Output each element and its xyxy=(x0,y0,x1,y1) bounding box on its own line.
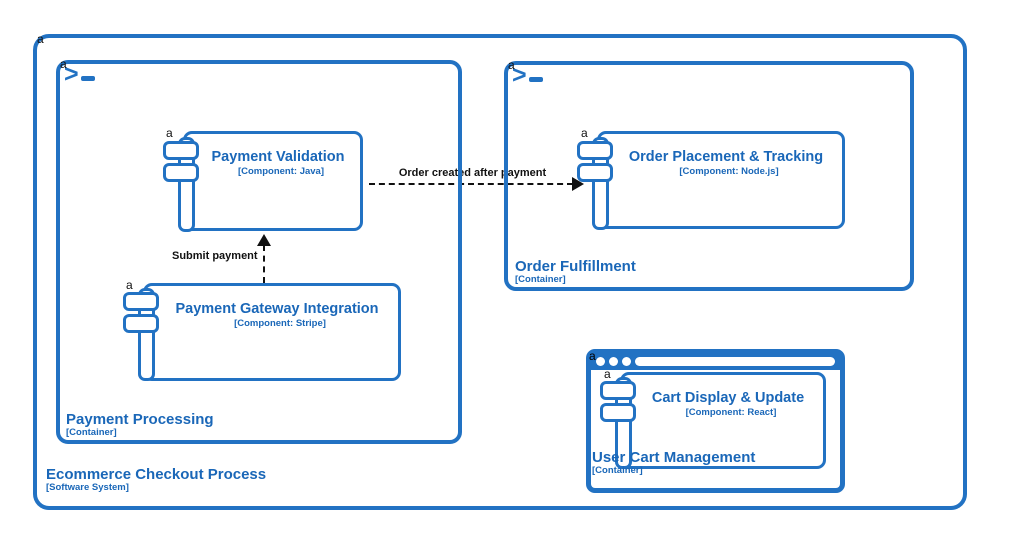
component-order-placement-tracking[interactable]: Order Placement & Tracking [Component: N… xyxy=(597,131,845,229)
relationship-label: Submit payment xyxy=(172,250,258,262)
component-name: Order Placement & Tracking xyxy=(628,149,824,165)
system-name: Ecommerce Checkout Process xyxy=(46,466,267,483)
anchor-link[interactable]: a xyxy=(508,58,515,72)
terminal-cursor-bar xyxy=(528,77,543,82)
container-label-user-cart-management: User Cart Management [Container] xyxy=(592,449,755,477)
anchor-link[interactable]: a xyxy=(589,349,596,363)
container-name: User Cart Management xyxy=(592,449,756,466)
anchor-link[interactable]: a xyxy=(60,57,67,71)
relationship-label: Order created after payment xyxy=(398,167,547,179)
component-meta: [Component: React] xyxy=(685,407,777,418)
terminal-cursor-bar xyxy=(80,76,95,81)
component-name: Payment Gateway Integration xyxy=(175,301,379,317)
container-name: Payment Processing xyxy=(66,411,214,428)
container-payment-processing[interactable] xyxy=(56,60,462,444)
browser-chrome-bar xyxy=(591,354,840,370)
component-payment-gateway-integration[interactable]: Payment Gateway Integration [Component: … xyxy=(143,283,401,381)
component-name: Payment Validation xyxy=(211,149,345,165)
anchor-link[interactable]: a xyxy=(126,278,133,292)
container-label-order-fulfillment: Order Fulfillment [Container] xyxy=(515,258,636,286)
browser-dot-icon xyxy=(622,357,631,366)
container-name: Order Fulfillment xyxy=(515,258,636,275)
terminal-prompt-glyph: > xyxy=(512,61,527,89)
container-meta: [Container] xyxy=(66,427,117,439)
browser-dot-icon xyxy=(596,357,605,366)
container-order-fulfillment[interactable] xyxy=(504,61,914,291)
component-name: Cart Display & Update xyxy=(651,390,805,406)
system-boundary-ecommerce-checkout[interactable] xyxy=(33,34,967,510)
component-meta: [Component: Node.js] xyxy=(679,166,779,177)
component-meta: [Component: Java] xyxy=(237,166,325,177)
anchor-link[interactable]: a xyxy=(37,32,44,46)
terminal-icon: > xyxy=(512,63,543,88)
terminal-icon: > xyxy=(64,62,95,87)
container-label-payment-processing: Payment Processing [Container] xyxy=(66,411,214,439)
container-meta: [Container] xyxy=(592,465,643,477)
component-cart-display-update[interactable]: Cart Display & Update [Component: React] xyxy=(620,372,826,469)
component-meta: [Component: Stripe] xyxy=(234,318,326,329)
anchor-link[interactable]: a xyxy=(581,126,588,140)
browser-dot-icon xyxy=(609,357,618,366)
system-label: Ecommerce Checkout Process [Software Sys… xyxy=(46,466,266,494)
arrowhead-up-icon xyxy=(257,234,271,246)
terminal-prompt-glyph: > xyxy=(64,60,79,88)
relationship-submit-payment-line xyxy=(263,245,265,283)
anchor-link[interactable]: a xyxy=(166,126,173,140)
system-meta: [Software System] xyxy=(46,482,129,494)
container-meta: [Container] xyxy=(515,274,566,286)
relationship-order-created-line xyxy=(369,183,573,185)
browser-addressbar-icon xyxy=(635,357,835,366)
component-payment-validation[interactable]: Payment Validation [Component: Java] xyxy=(183,131,363,231)
anchor-link[interactable]: a xyxy=(604,367,611,381)
